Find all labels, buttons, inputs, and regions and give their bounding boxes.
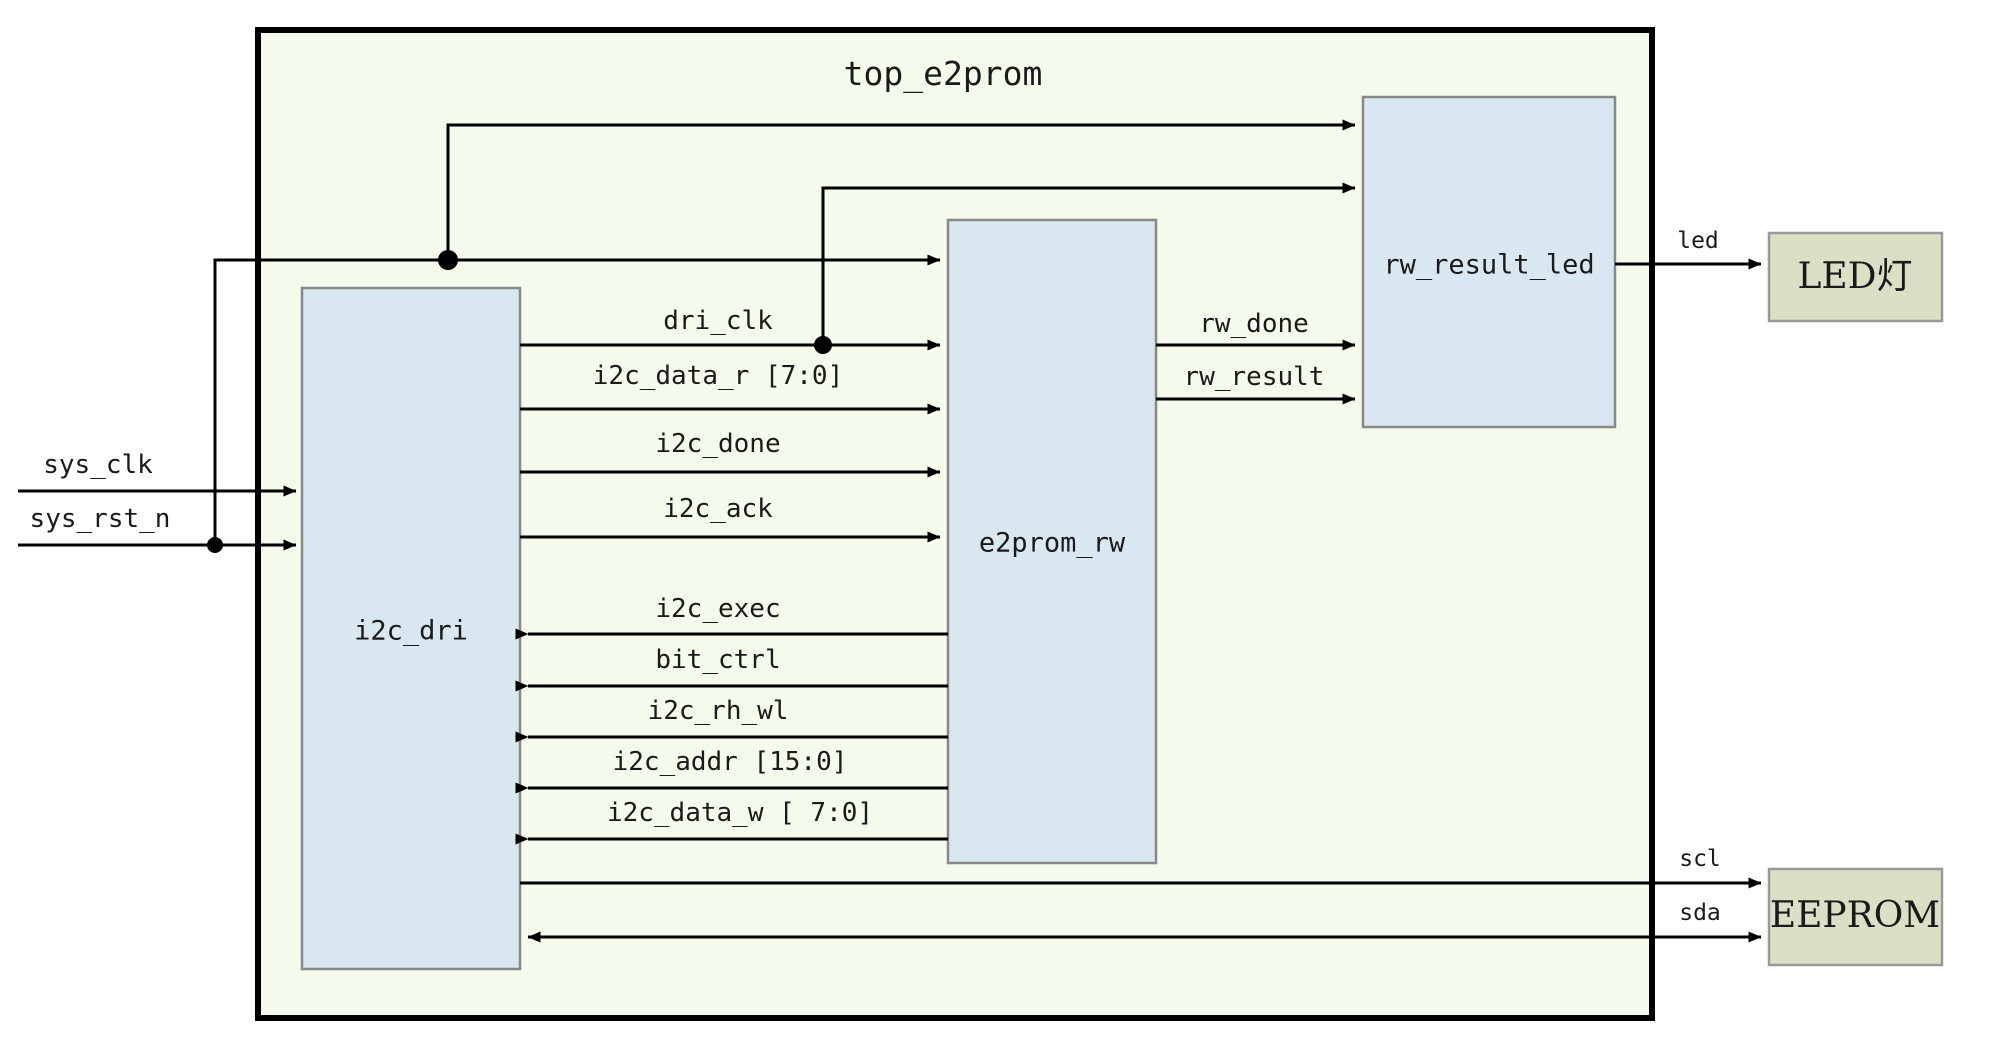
signal-label-scl: scl xyxy=(1679,846,1721,872)
signal-label-rw-result: rw_result xyxy=(1184,362,1325,392)
external-block-led-label: LED灯 xyxy=(1797,256,1912,297)
signal-label-sda: sda xyxy=(1679,900,1721,926)
external-block-eeprom-label: EEPROM xyxy=(1770,895,1940,936)
signal-label-i2c-data-r: i2c_data_r [7:0] xyxy=(593,361,843,391)
signal-label-rw-done: rw_done xyxy=(1199,309,1309,339)
signal-label-led: led xyxy=(1677,228,1719,254)
port-label-sys-rst-n: sys_rst_n xyxy=(30,504,171,534)
module-i2c-dri[interactable] xyxy=(300,286,522,971)
signal-label-i2c-done: i2c_done xyxy=(655,429,780,459)
module-e2prom-rw-label: e2prom_rw xyxy=(979,528,1126,559)
external-block-led[interactable] xyxy=(1767,231,1944,323)
signal-label-bit-ctrl: bit_ctrl xyxy=(655,645,780,675)
module-rw-result-led[interactable] xyxy=(1361,95,1617,429)
signal-label-i2c-data-w: i2c_data_w [ 7:0] xyxy=(607,798,873,828)
junction-dot-sys-rst-n xyxy=(207,537,223,553)
wire-dri-clk-to-led-block xyxy=(821,182,1356,345)
wire-clk-to-led-block xyxy=(446,119,1356,260)
signal-label-dri-clk: dri_clk xyxy=(663,306,773,336)
junction-dot-top-branch xyxy=(438,250,458,270)
wire-sys-rst-n-branch xyxy=(213,254,941,545)
module-e2prom-rw[interactable] xyxy=(946,218,1158,865)
module-i2c-dri-label: i2c_dri xyxy=(354,616,468,647)
signal-label-i2c-exec: i2c_exec xyxy=(655,594,780,624)
signal-label-i2c-addr: i2c_addr [15:0] xyxy=(613,747,848,777)
page-title: top_e2prom xyxy=(844,54,1043,94)
signal-label-i2c-ack: i2c_ack xyxy=(663,494,773,524)
module-rw-result-led-label: rw_result_led xyxy=(1383,250,1594,281)
port-label-sys-clk: sys_clk xyxy=(43,450,153,480)
signal-label-i2c-rh-wl: i2c_rh_wl xyxy=(648,696,789,726)
external-block-eeprom[interactable] xyxy=(1767,867,1944,967)
